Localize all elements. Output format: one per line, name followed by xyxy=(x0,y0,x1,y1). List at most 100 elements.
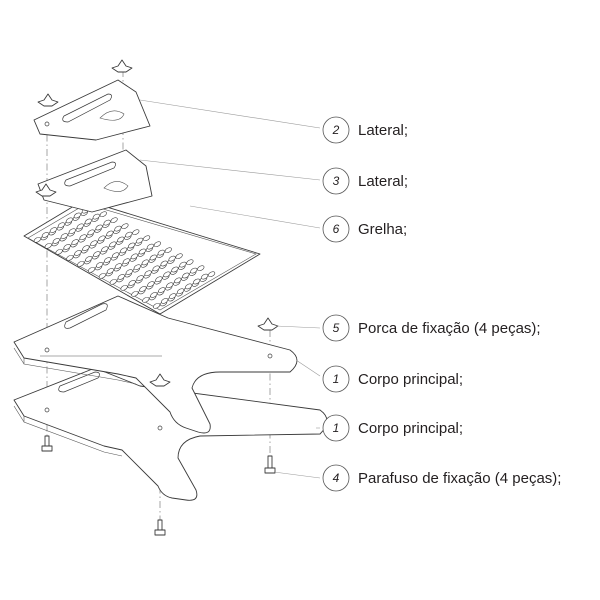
grid-hole xyxy=(79,234,87,241)
grid-hole xyxy=(112,252,120,259)
grid-hole xyxy=(149,254,157,261)
callout-number: 6 xyxy=(333,222,340,236)
callout-number: 1 xyxy=(333,421,340,435)
grid-hole xyxy=(52,238,60,244)
callout-number: 4 xyxy=(333,471,340,485)
grid-hole xyxy=(103,219,111,226)
callout-4: 4 Parafuso de fixação (4 peças); xyxy=(322,464,561,492)
grid-hole xyxy=(193,278,201,285)
grid-hole xyxy=(185,283,193,290)
grid-hole xyxy=(144,270,152,277)
callout-bubble xyxy=(322,464,350,492)
grid-hole xyxy=(114,225,122,232)
callout-label: Porca de fixação (4 peças); xyxy=(358,320,541,337)
grid-hole xyxy=(138,248,146,255)
grid-hole xyxy=(141,259,149,266)
grid-hole xyxy=(177,288,185,295)
grid-hole xyxy=(55,248,63,255)
grid-hole xyxy=(99,211,107,218)
grid-hole xyxy=(122,258,130,265)
grid-hole xyxy=(143,235,151,242)
callout-bubble xyxy=(322,414,350,442)
grid-hole xyxy=(153,302,161,309)
grid-hole xyxy=(120,284,128,291)
callout-2: 2 Lateral; xyxy=(322,116,408,144)
grid-hole xyxy=(90,240,98,247)
callout-label: Parafuso de fixação (4 peças); xyxy=(358,470,561,487)
grid-hole xyxy=(201,273,209,280)
grid-hole xyxy=(171,266,179,273)
grid-hole xyxy=(92,213,100,220)
grid-hole xyxy=(168,255,176,262)
grid-hole xyxy=(197,265,205,272)
grid-hole xyxy=(49,227,57,233)
grid-hole xyxy=(117,274,125,280)
leader-lines xyxy=(139,99,321,479)
side-panel-2 xyxy=(33,79,151,141)
grid-hole xyxy=(131,290,139,297)
grid-hole xyxy=(93,251,101,257)
grid-hole xyxy=(63,244,71,250)
callout-label: Corpo principal; xyxy=(358,371,463,388)
grid-hole xyxy=(44,242,52,249)
grid-hole xyxy=(164,247,172,254)
grid-hole xyxy=(160,260,168,267)
grid-hole xyxy=(157,249,165,256)
grid-hole xyxy=(174,277,182,284)
grid-hole xyxy=(147,281,155,287)
grid-hole xyxy=(182,272,190,279)
grid-hole xyxy=(142,296,150,303)
grid-hole xyxy=(190,267,198,274)
grid-hole xyxy=(95,224,103,231)
callout-1-upper: 1 Corpo principal; xyxy=(322,365,463,393)
grid-hole xyxy=(128,280,136,286)
callout-number: 3 xyxy=(333,174,340,188)
callout-number: 1 xyxy=(333,372,340,386)
grid-hole xyxy=(186,259,194,266)
bolt-icon xyxy=(41,435,276,536)
side-panel-3 xyxy=(37,149,153,213)
callout-label: Corpo principal; xyxy=(358,420,463,437)
callout-5: 5 Porca de fixação (4 peças); xyxy=(322,314,541,342)
grid-hole xyxy=(130,253,138,260)
callout-number: 2 xyxy=(332,123,340,137)
grid-hole xyxy=(166,282,174,289)
grid-hole xyxy=(161,298,169,304)
grid-hole xyxy=(33,236,41,243)
callout-bubble xyxy=(322,167,350,195)
grid-hole xyxy=(73,212,81,219)
grid-hole xyxy=(125,269,133,275)
grid-hole xyxy=(84,218,92,225)
grid-hole xyxy=(87,229,95,236)
grid-hole xyxy=(158,287,166,293)
grid-hole xyxy=(77,260,85,267)
grid-hole xyxy=(125,231,133,238)
grid-holes xyxy=(33,205,216,309)
grid-hole xyxy=(85,256,93,262)
callout-bubble xyxy=(322,116,350,144)
grid-hole xyxy=(109,241,117,248)
grid-hole xyxy=(120,247,128,254)
grid-hole xyxy=(106,268,114,274)
main-body-upper xyxy=(13,295,298,434)
grid-hole xyxy=(82,245,90,251)
callout-1-lower: 1 Corpo principal; xyxy=(322,414,463,442)
grid-hole xyxy=(117,236,125,243)
callout-number: 5 xyxy=(333,321,340,335)
callout-label: Grelha; xyxy=(358,221,407,238)
grid-hole xyxy=(114,263,122,269)
grid-hole xyxy=(175,253,183,260)
grid-hole xyxy=(88,266,96,273)
grid-hole xyxy=(121,223,129,230)
grid-hole xyxy=(60,233,68,239)
grid-hole xyxy=(150,292,158,298)
grid-hole xyxy=(136,275,144,281)
grid-hole xyxy=(74,250,82,256)
grid-hole xyxy=(66,254,74,261)
callout-label: Lateral; xyxy=(358,173,408,190)
callout-bubble xyxy=(322,215,350,243)
grid-hole xyxy=(110,217,118,224)
grid-hole xyxy=(57,222,65,229)
grid-hole xyxy=(101,246,109,253)
